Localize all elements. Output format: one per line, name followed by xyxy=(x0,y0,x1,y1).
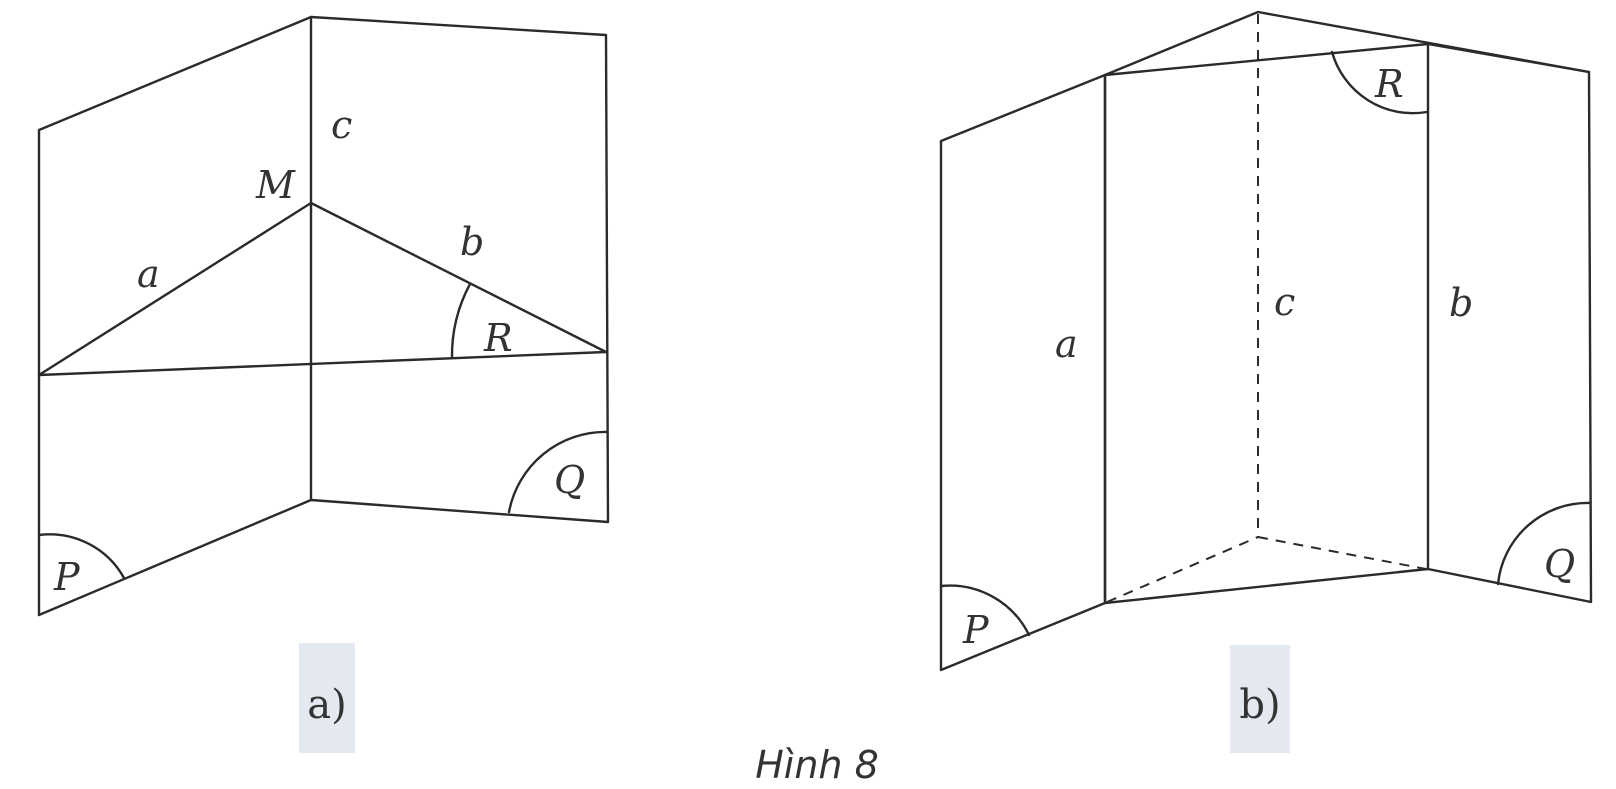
panel-a-section-line xyxy=(37,350,608,377)
panel-b-hidden-base-left xyxy=(1106,536,1259,603)
panel-a-angle-p-arc xyxy=(37,533,126,580)
panel-b-label-c: c xyxy=(1274,280,1295,324)
panel-b-caption-box xyxy=(1230,645,1290,753)
panel-a-line-b xyxy=(309,201,608,354)
panel-a-label-r: R xyxy=(483,316,513,360)
figure-title: Hình 8 xyxy=(755,743,879,787)
panel-a-angle-r-arc xyxy=(450,282,472,360)
panel-a-label-a: a xyxy=(137,252,160,296)
panel-a-angle-q-arc xyxy=(507,430,609,514)
panel-b-bottom-edge xyxy=(1103,567,1430,605)
panel-a-label-q: Q xyxy=(554,458,585,502)
panel-b-hidden-base-right xyxy=(1257,536,1427,570)
panel-b-left-plane xyxy=(939,73,1107,672)
panel-a-line-a xyxy=(37,201,313,377)
panel-b-label-p: P xyxy=(962,608,990,652)
panel-a-right-plane xyxy=(309,15,610,524)
panel-b-caption: b) xyxy=(1239,682,1280,728)
panel-b-angle-r-arc xyxy=(1330,50,1429,115)
panel-b-top-cross xyxy=(1103,42,1430,77)
panel-b-angle-p-arc xyxy=(939,584,1031,637)
panel-a-caption-box xyxy=(299,643,355,753)
panel-a-left-plane xyxy=(37,15,313,617)
panel-b-label-q: Q xyxy=(1544,542,1575,586)
panel-b-label-b: b xyxy=(1449,281,1473,325)
panel-a-label-b: b xyxy=(460,220,484,264)
panel-b-right-plane xyxy=(1426,42,1593,604)
panel-b-label-a: a xyxy=(1055,322,1078,366)
panel-a-label-p: P xyxy=(53,555,81,599)
panel-a-label-m: M xyxy=(255,163,296,207)
panel-b-label-r: R xyxy=(1374,62,1404,106)
panel-b-angle-q-arc xyxy=(1496,501,1592,586)
panel-a-label-c: c xyxy=(331,103,352,147)
panel-a: M c a b R Q P a) xyxy=(37,15,610,753)
panel-b: R c a b Q P b) xyxy=(939,10,1593,753)
panel-a-caption: a) xyxy=(307,682,346,728)
panel-b-top-edge xyxy=(1103,10,1591,77)
